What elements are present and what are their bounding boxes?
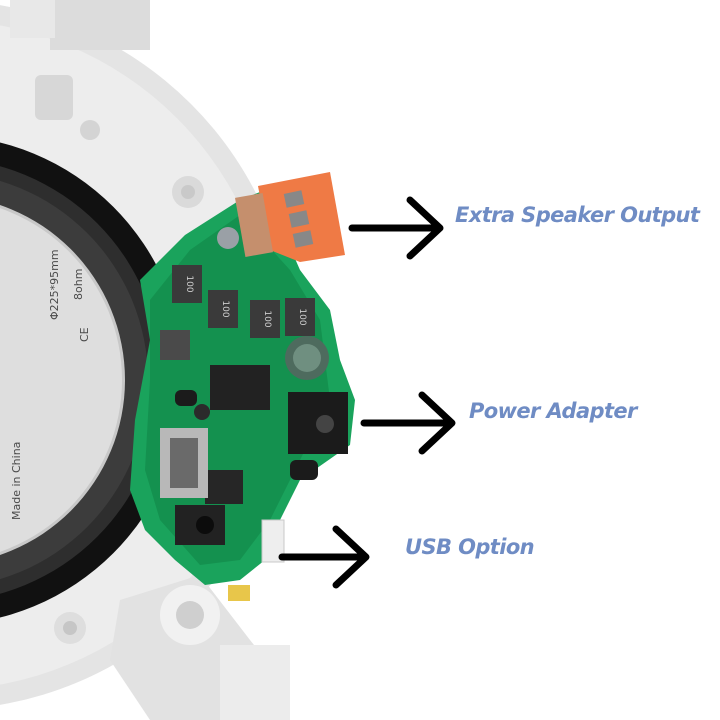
- driver-label-size: Φ225*95mm: [48, 249, 61, 320]
- chip-marking: 100: [220, 300, 230, 317]
- driver-label-impedance: 8ohm: [72, 268, 85, 300]
- arrow-power-adapter: [360, 391, 456, 455]
- arrow-speaker-output: [348, 196, 444, 260]
- chip-marking: 100: [184, 275, 194, 292]
- speaker-terminal: [235, 172, 345, 262]
- usb-port: [160, 428, 208, 498]
- driver-label-ce: CE: [78, 327, 91, 342]
- chip-marking: 100: [262, 310, 272, 327]
- arrow-usb-option: [278, 525, 370, 589]
- audio-jack: [175, 505, 225, 545]
- label-extra-speaker-output: Extra Speaker Output: [455, 203, 700, 227]
- power-jack: [288, 392, 348, 454]
- mounting-clips: [54, 575, 290, 720]
- yellow-component: [228, 585, 250, 601]
- chip-marking: 100: [297, 308, 307, 325]
- label-usb-option: USB Option: [405, 535, 535, 559]
- driver-label-origin: Made in China: [10, 441, 23, 520]
- small-connector: [261, 519, 285, 563]
- label-power-adapter: Power Adapter: [469, 399, 637, 423]
